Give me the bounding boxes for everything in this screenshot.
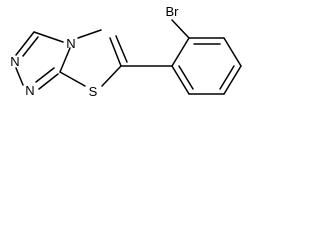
bond-ph6-ph1-double <box>178 65 194 90</box>
bond-ph4-ph5 <box>223 65 242 95</box>
bond-c9a-s <box>59 71 86 87</box>
bond-ph2-br <box>171 19 190 39</box>
bond-n5-c6-double <box>115 35 128 63</box>
bond-ph3-ph4 <box>223 37 242 67</box>
bond-ph4-ph5-double <box>219 65 235 90</box>
bond-n1-c9a <box>38 73 59 90</box>
atom-label-n2: N <box>10 54 19 69</box>
bond-n2-n1 <box>15 67 24 86</box>
bond-ph1-ph2 <box>171 37 190 67</box>
bond-n1-c9a-double <box>35 67 55 83</box>
structure-svg: N N N S Br <box>10 4 242 99</box>
atom-label-br: Br <box>166 4 180 19</box>
bond-c3-n2 <box>15 31 35 56</box>
bond-s-c6 <box>101 65 122 87</box>
molecule-diagram: N N N S Br <box>0 0 256 120</box>
bond-n5-c6 <box>109 37 122 67</box>
atom-label-s: S <box>89 84 98 99</box>
bond-ph6-ph1 <box>171 65 190 95</box>
atom-label-n1: N <box>25 83 34 98</box>
atom-label-n4: N <box>66 36 75 51</box>
bond-c3-n2-double <box>22 36 39 57</box>
bond-n4-n5 <box>77 29 102 39</box>
bond-c3-n4 <box>33 31 64 43</box>
bond-n4-c9a <box>59 47 71 73</box>
